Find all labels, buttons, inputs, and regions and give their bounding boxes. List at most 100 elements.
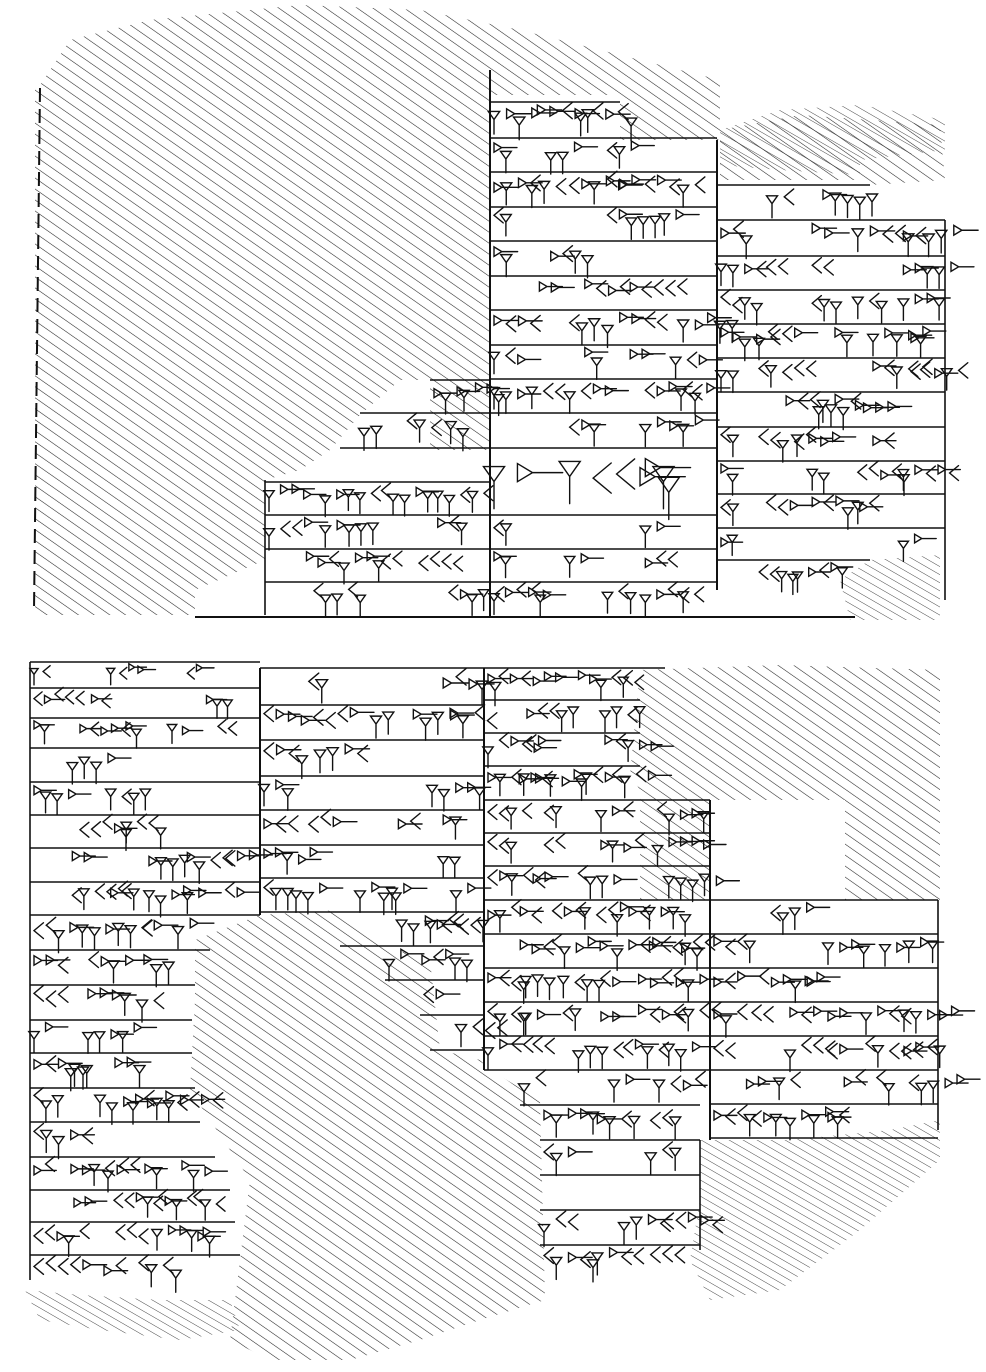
wedge-mark: [62, 1235, 76, 1258]
wedge-mark: [832, 431, 857, 443]
wedge-mark: [305, 550, 330, 562]
wedge-mark: [150, 1167, 164, 1190]
wedge-mark: [676, 319, 691, 343]
wedge-mark: [510, 898, 522, 916]
wedge-mark: [69, 1256, 81, 1274]
wedge-mark: [486, 382, 511, 395]
wedge-mark: [487, 351, 501, 375]
wedge-mark: [805, 360, 817, 378]
wedge-mark: [403, 882, 428, 895]
wedge-mark: [720, 326, 745, 339]
wedge-mark: [105, 1102, 119, 1126]
wedge-mark: [487, 681, 503, 707]
wedge-mark: [623, 801, 634, 818]
wedge-mark: [767, 323, 779, 341]
wedge-mark: [811, 256, 823, 274]
wedge-mark: [636, 216, 650, 239]
wedge-mark: [903, 1045, 928, 1057]
wedge-mark: [681, 1008, 695, 1032]
wedge-mark: [27, 1030, 41, 1054]
wedge-mark: [556, 975, 571, 999]
wedge-mark: [44, 1224, 56, 1241]
wedge-mark: [919, 361, 931, 379]
wedge-mark: [318, 495, 332, 518]
wedge-mark: [550, 281, 575, 294]
wedge-mark: [104, 788, 118, 811]
wedge-mark: [75, 924, 90, 948]
wedge-mark: [878, 943, 892, 967]
wedge-mark: [772, 1077, 786, 1101]
wedge-mark: [460, 959, 474, 983]
wedge-mark: [894, 224, 907, 243]
wedge-mark: [631, 312, 657, 325]
wedge-mark: [372, 560, 386, 583]
wedge-mark: [681, 942, 706, 954]
wedge-mark: [516, 581, 527, 598]
wedge-mark: [711, 1216, 724, 1234]
wedge-mark: [287, 815, 299, 833]
wedge-mark: [652, 279, 664, 296]
wedge-mark: [39, 791, 53, 814]
wedge-mark: [454, 1023, 468, 1048]
wedge-mark: [840, 334, 854, 358]
wedge-mark: [154, 857, 168, 880]
wedge-mark: [674, 877, 688, 901]
wedge-mark: [472, 1018, 484, 1036]
wedge-mark: [449, 709, 475, 722]
wedge-mark: [631, 173, 657, 186]
wedge-mark: [736, 933, 748, 950]
wedge-mark: [647, 769, 673, 782]
wedge-mark: [757, 428, 769, 446]
wedge-mark: [812, 1036, 824, 1054]
wedge-mark: [510, 768, 522, 786]
wedge-mark: [668, 1147, 683, 1172]
wedge-mark: [571, 1050, 586, 1073]
wedge-mark: [634, 1038, 660, 1051]
wedge-mark: [794, 326, 819, 339]
wedge-mark: [608, 1246, 634, 1259]
wedge-mark: [347, 581, 359, 598]
wedge-mark: [90, 821, 102, 838]
wedge-mark: [562, 1004, 574, 1022]
wedge-mark: [549, 105, 575, 118]
wedge-mark: [87, 987, 113, 1000]
wedge-mark: [921, 358, 933, 376]
wedge-mark: [210, 851, 222, 869]
wedge-mark: [662, 875, 676, 899]
wedge-mark: [562, 391, 577, 414]
wedge-mark: [568, 1008, 582, 1032]
wedge-mark: [537, 1223, 551, 1248]
wedge-mark: [314, 678, 329, 704]
wedge-mark: [925, 940, 940, 964]
wedge-mark: [655, 550, 667, 567]
wedge-mark: [385, 887, 399, 911]
wedge-mark: [486, 833, 498, 850]
wedge-mark: [652, 1079, 666, 1103]
wedge-mark: [563, 905, 589, 918]
wedge-mark: [454, 522, 469, 546]
wedge-mark: [481, 746, 495, 769]
wedge-mark: [706, 311, 732, 324]
wedge-mark: [542, 1143, 555, 1161]
wedge-mark: [630, 139, 655, 152]
wedge-mark: [94, 883, 106, 900]
wedge-mark: [811, 222, 838, 235]
wedge-mark: [712, 1039, 724, 1057]
wedge-mark: [881, 225, 894, 243]
wedge-mark: [679, 835, 704, 848]
wedge-mark: [541, 770, 553, 788]
wedge-mark: [598, 710, 612, 733]
wedge-mark: [852, 196, 867, 220]
wedge-mark: [505, 873, 519, 896]
wedge-mark: [638, 525, 653, 549]
wedge-mark: [89, 761, 103, 785]
wedge-mark: [70, 1163, 94, 1175]
wedge-mark: [304, 516, 329, 528]
wedge-mark: [519, 905, 544, 918]
wedge-mark: [45, 953, 71, 966]
wedge-mark: [543, 774, 558, 797]
wedge-mark: [822, 188, 848, 201]
wedge-mark: [111, 922, 126, 947]
wedge-mark: [957, 362, 969, 379]
wedge-mark: [324, 711, 336, 729]
